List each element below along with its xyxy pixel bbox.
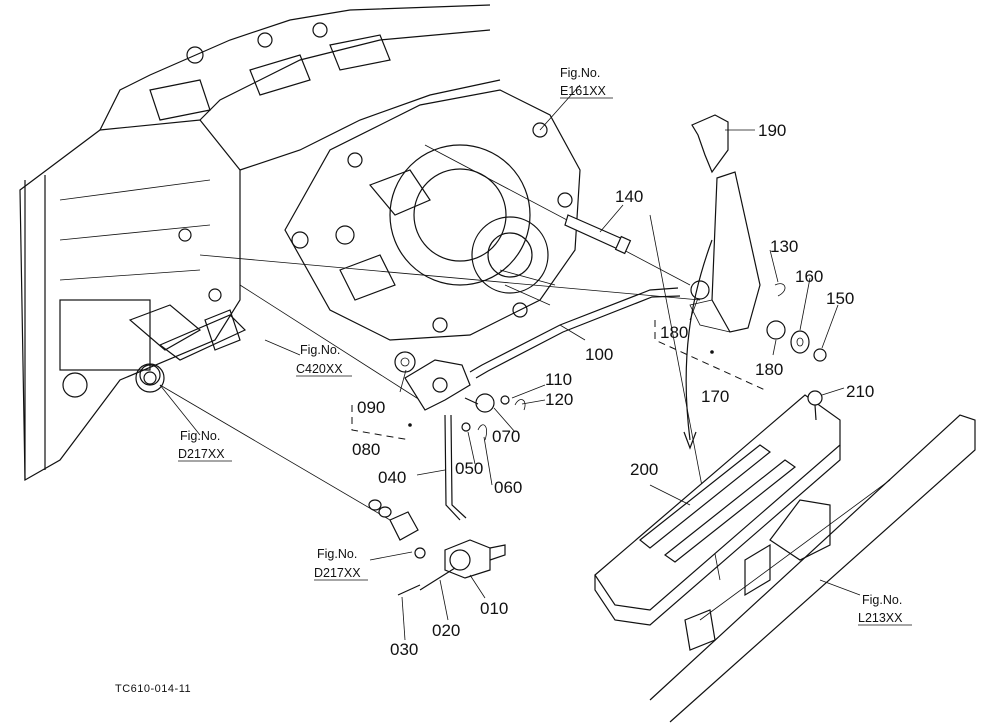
knob-190 [691,114,729,174]
bolt-210 [807,390,823,406]
label-100: 100 [585,345,613,364]
lever-arm [711,171,761,333]
shaft-140 [564,214,626,251]
drawing-code: TC610-014-11 [115,683,191,695]
label-110: 110 [545,370,572,389]
label-070: 070 [492,427,520,446]
label-080: 080 [352,440,380,459]
washer-160 [790,330,810,354]
rod-100 [469,287,679,373]
figref-d217-upper-code: D217XX [178,447,225,461]
figref-d217-lower-code: D217XX [314,566,361,580]
frame [649,414,976,723]
figref-l213-label: Fig.No. [862,593,902,607]
label-020: 020 [432,621,460,640]
figref-e161-code: E161XX [560,84,607,98]
clutch-housing [284,89,581,341]
label-160: 160 [795,267,823,286]
pedal-lever-assembly [368,114,827,596]
group-080-bracket [351,405,411,441]
rod-040 [444,414,461,521]
label-180-upper: 180 [660,323,688,342]
bushing-180b [766,320,786,340]
label-200: 200 [630,460,658,479]
step-plate-200 [594,394,841,611]
label-120: 120 [545,390,573,409]
figref-l213-code: L213XX [858,611,903,625]
label-030: 030 [390,640,418,659]
transmission-housing [19,4,501,482]
figref-d217-lower-label: Fig.No. [317,547,357,561]
label-010: 010 [480,599,508,618]
part-labels: 190 140 130 160 150 180 100 180 170 210 … [352,121,874,659]
figref-c420-code: C420XX [296,362,343,376]
label-090: 090 [357,398,385,417]
group-170-bracket [654,320,766,391]
label-180-lower: 180 [755,360,783,379]
label-060: 060 [494,478,522,497]
bushing-180a [690,280,710,300]
clip-150 [813,348,827,362]
label-130: 130 [770,237,798,256]
label-210: 210 [846,382,874,401]
leader-lines [159,84,861,641]
figref-c420-label: Fig.No. [300,343,340,357]
label-190: 190 [758,121,786,140]
label-040: 040 [378,468,406,487]
label-170: 170 [701,387,729,406]
label-050: 050 [455,459,483,478]
figref-e161-label: Fig.No. [560,66,600,80]
figref-d217-upper-label: Fig.No. [180,429,220,443]
figure-references: Fig.No. E161XX Fig.No. C420XX Fig.No. D2… [178,66,912,626]
label-140: 140 [615,187,643,206]
label-150: 150 [826,289,854,308]
step-plate-assembly [594,390,976,723]
